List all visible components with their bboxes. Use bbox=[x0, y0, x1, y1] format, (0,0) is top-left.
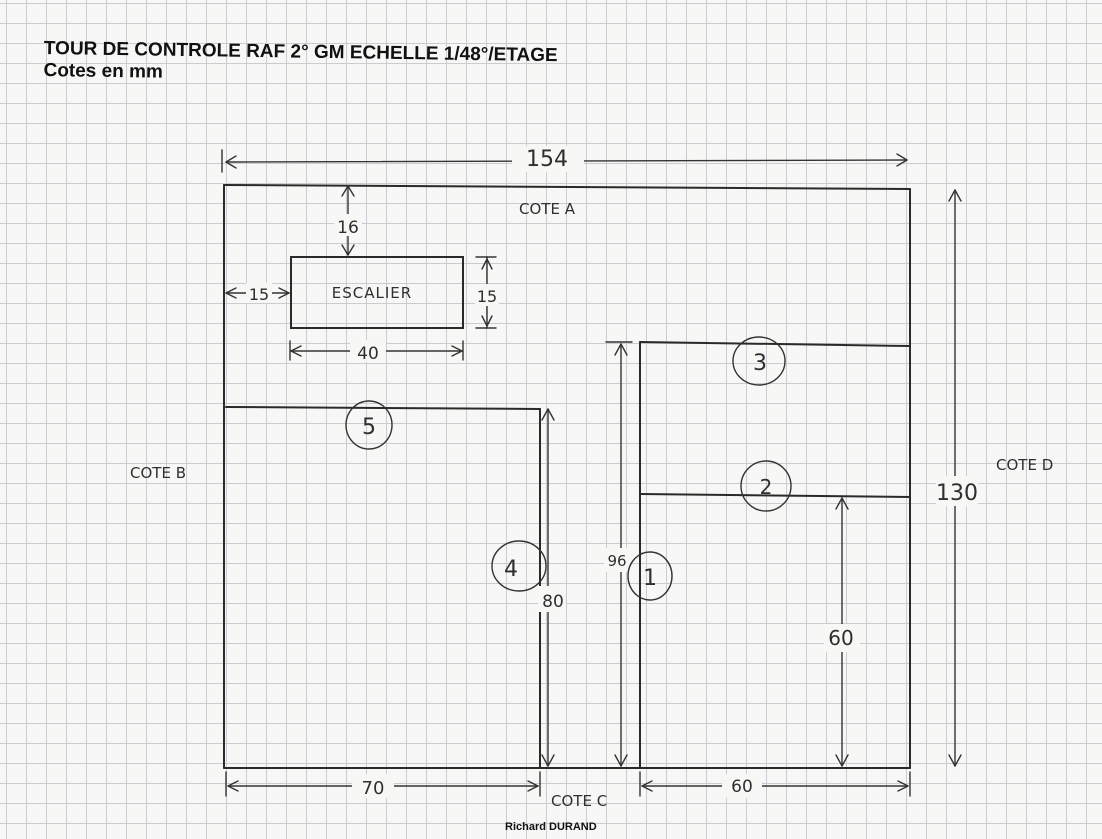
bottom-right-width-label: 60 bbox=[731, 777, 753, 797]
bottom-left-width-label: 70 bbox=[362, 778, 385, 799]
room-marker-2 bbox=[740, 460, 792, 512]
overall-height-label: 130 bbox=[936, 481, 978, 506]
room-2-number: 2 bbox=[760, 475, 773, 499]
stair-top-offset-label: 16 bbox=[337, 218, 359, 238]
stair-box bbox=[290, 256, 464, 329]
side-b-label: COTE B bbox=[130, 464, 186, 482]
room5-top-wall bbox=[225, 406, 541, 410]
side-a-label: COTE A bbox=[519, 200, 576, 218]
side-c-label: COTE C bbox=[551, 792, 607, 810]
dim-room4-height bbox=[538, 408, 566, 767]
room4-height-label: 80 bbox=[542, 592, 564, 612]
room-4-number: 4 bbox=[504, 557, 518, 582]
room-marker-1 bbox=[627, 551, 673, 601]
stair-height-label: 15 bbox=[477, 287, 497, 306]
dim-room2-height bbox=[824, 497, 860, 767]
dim-bottom-right bbox=[639, 771, 911, 798]
side-d-label: COTE D bbox=[996, 456, 1053, 474]
room2-divider-wall bbox=[639, 493, 911, 498]
room-marker-4 bbox=[491, 540, 547, 592]
stair-label: ESCALIER bbox=[332, 284, 412, 302]
dim-stair-width bbox=[289, 340, 464, 362]
room2-height-label: 60 bbox=[828, 626, 853, 650]
room3-top-wall bbox=[639, 341, 911, 347]
room-5-number: 5 bbox=[362, 415, 376, 440]
dim-overall-width bbox=[221, 146, 908, 173]
outer-wall bbox=[223, 184, 911, 769]
room-marker-5 bbox=[345, 400, 393, 450]
dim-bottom-left bbox=[225, 771, 541, 798]
overall-width-label: 154 bbox=[526, 147, 568, 172]
dim-room1-height bbox=[604, 341, 633, 767]
dim-overall-height bbox=[936, 189, 978, 767]
stair-left-offset-label: 15 bbox=[249, 285, 269, 304]
room1-height-label: 96 bbox=[607, 552, 626, 570]
dim-stair-height bbox=[475, 256, 499, 329]
room-marker-3 bbox=[732, 336, 786, 386]
room-3-number: 3 bbox=[753, 351, 767, 376]
stair-width-label: 40 bbox=[357, 344, 379, 364]
room-1-number: 1 bbox=[643, 566, 657, 591]
dim-stair-top-offset bbox=[334, 185, 362, 256]
author-credit: Richard DURAND bbox=[505, 821, 597, 833]
dim-stair-left-offset bbox=[225, 283, 290, 303]
